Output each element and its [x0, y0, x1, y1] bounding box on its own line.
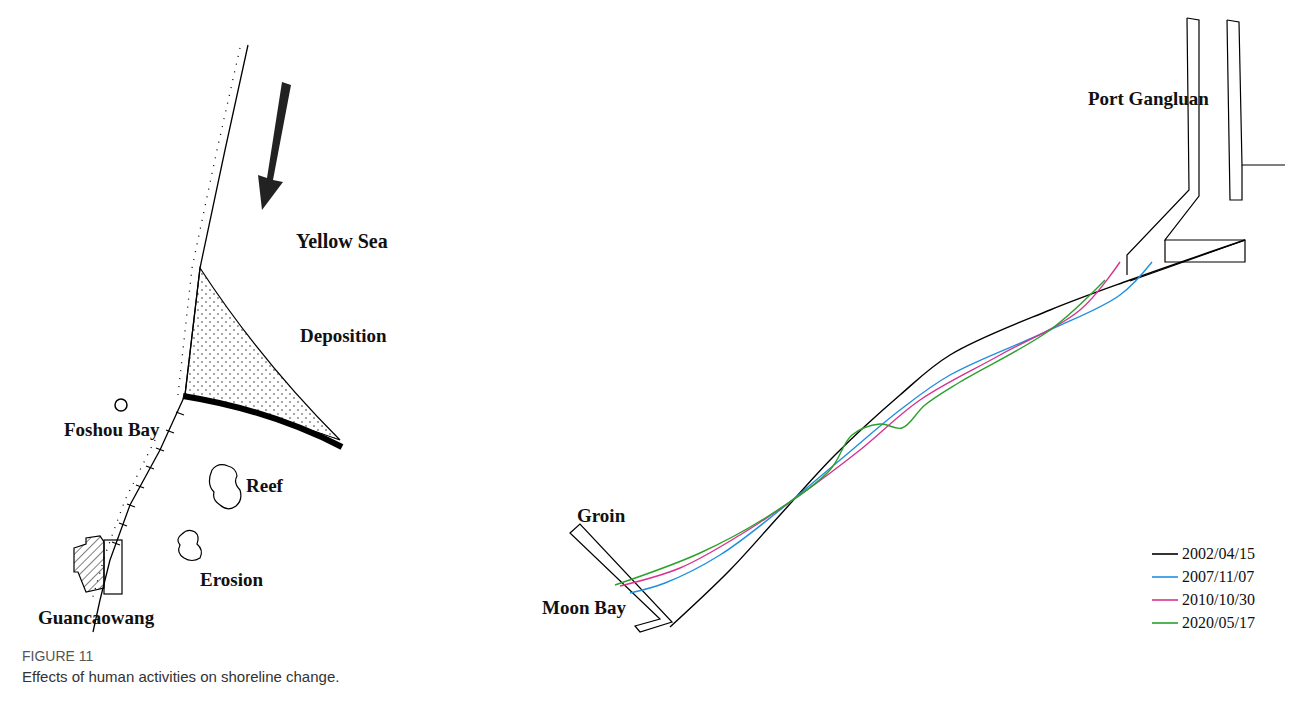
shoreline	[630, 262, 1152, 593]
legend-text: 2010/10/30	[1182, 591, 1255, 609]
legend-text: 2020/05/17	[1182, 614, 1255, 632]
legend-text: 2007/11/07	[1182, 568, 1254, 586]
feature-label: Reef	[246, 476, 283, 497]
town-block	[104, 540, 122, 594]
area-label: Deposition	[300, 326, 387, 347]
reef-outline	[178, 530, 202, 560]
erosion-tick	[112, 542, 120, 545]
shoreline	[615, 280, 1105, 585]
current-arrow	[258, 82, 291, 210]
legend-line	[1152, 595, 1178, 605]
erosion-tick	[136, 485, 144, 488]
town-block	[74, 536, 104, 592]
legend-item: 2002/04/15	[1152, 545, 1255, 563]
port-structure	[1127, 18, 1285, 281]
legend-item: 2007/11/07	[1152, 568, 1254, 586]
place-label: Port Gangluan	[1088, 89, 1209, 110]
legend-line	[1152, 549, 1178, 559]
place-label: Guancaowang	[38, 608, 154, 629]
erosion-tick	[176, 412, 184, 415]
legend-line	[1152, 618, 1178, 628]
legend-item: 2010/10/30	[1152, 591, 1255, 609]
figure-caption: Effects of human activities on shoreline…	[22, 668, 339, 685]
reef-outline	[209, 465, 240, 509]
area-label: Erosion	[200, 570, 263, 591]
erosion-tick	[127, 504, 135, 507]
figure-number: FIGURE 11	[22, 648, 93, 664]
legend-text: 2002/04/15	[1182, 545, 1255, 563]
erosion-tick	[119, 523, 127, 526]
erosion-tick	[156, 448, 164, 451]
legend-item: 2020/05/17	[1152, 614, 1255, 632]
sea-label: Yellow Sea	[296, 230, 388, 252]
groin	[183, 396, 342, 447]
legend-line	[1152, 572, 1178, 582]
erosion-tick	[146, 466, 154, 469]
structure-label: Groin	[577, 506, 625, 527]
shoreline	[670, 240, 1245, 627]
place-label: Foshou Bay	[64, 420, 160, 441]
place-label: Moon Bay	[542, 598, 626, 619]
shoreline	[620, 262, 1120, 586]
bay-marker	[115, 399, 127, 411]
erosion-tick	[166, 430, 174, 433]
